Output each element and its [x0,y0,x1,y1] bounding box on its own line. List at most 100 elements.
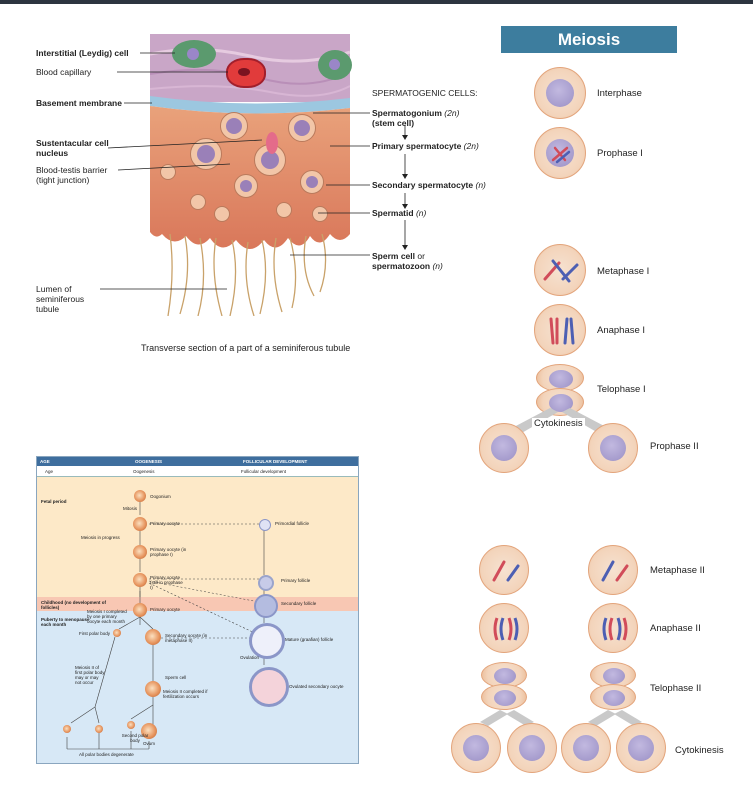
header-oogenesis: OOGENESIS [135,459,163,464]
subheader-age: Age [45,469,54,474]
period-puberty: Puberty to menopause each month [41,617,90,627]
stage-prophase-i: Prophase I [597,148,643,159]
secondary-oocyte [145,629,161,645]
metaphase-i-cell [534,244,586,296]
label-secondary-oocyte: Secondary oocyte (in metaphase II) [165,633,208,643]
label-meiosis-i-completed: Meiosis I completed by one primary oocyt… [87,609,127,624]
primary-oocyte-2 [133,603,147,617]
stage-prophase-ii: Prophase II [650,441,699,452]
top-bar [0,0,753,4]
label-primordial-follicle: Primordial follicle [275,521,310,526]
label-primary-follicle: Primary follicle [281,578,311,583]
label-leydig-cell: Interstitial (Leydig) cell [36,48,129,58]
sustentacular-nucleus [266,132,278,154]
label-mitosis: Mitosis [123,506,138,511]
label-ovulation: Ovulation [240,655,260,660]
stage-stem-cell: (stem cell) [372,118,415,128]
period-fetal: Fetal period [41,499,67,504]
label-sustentacular-nucleus: nucleus [36,148,69,158]
ovulated-oocyte [249,667,289,707]
label-oogonium: Oogonium [150,494,171,499]
label-meiosis-ii-polar: Meiosis II of first polar body may or ma… [75,665,105,685]
oogenesis-chart: AGE OOGENESIS FOLLICULAR DEVELOPMENT Age… [36,456,359,764]
polar-body [95,725,103,733]
stage-cytokinesis-2: Cytokinesis [675,745,724,756]
spermatogonium-cell [288,114,316,142]
anaphase-ii-cell-right [588,603,638,653]
spermatid-cell [312,206,328,222]
label-blood-capillary: Blood capillary [36,67,92,77]
ovum [141,723,157,739]
stage-cytokinesis-1: Cytokinesis [532,418,585,429]
label-tubule: tubule [36,304,60,314]
label-ovulated-oocyte: Ovulated secondary oocyte [289,684,344,689]
stage-telophase-ii: Telophase II [650,683,702,694]
prophase-ii-cell-left [479,423,529,473]
graafian-follicle [249,623,285,659]
interphase-cell [534,67,586,119]
stage-anaphase-ii: Anaphase II [650,623,701,634]
spermatid-cell [214,206,230,222]
primary-follicle [258,575,274,591]
metaphase-ii-cell-left [479,545,529,595]
prophase-i-cell [534,127,586,179]
fetal-band [37,477,358,597]
polar-body [63,725,71,733]
label-lumen: Lumen of [36,284,72,294]
daughter-cell [507,723,557,773]
label-primary-oocyte-2: Primary oocyte [150,607,181,612]
label-second-polar-body: Second polar body [121,733,149,743]
primary-oocyte-puberty [133,573,147,587]
stage-spermatozoon: spermatozoon (n) [372,261,443,271]
spermatid-cell [190,194,206,210]
daughter-cell [451,723,501,773]
secondary-follicle [254,594,278,618]
telophase-ii-cell-left-top [481,662,527,688]
subheader-follicular: Follicular development [241,469,287,474]
leydig-cell-left [172,40,216,68]
first-polar-body [113,629,121,637]
label-sustentacular-cell: Sustentacular cell [36,138,109,148]
tubule-caption: Transverse section of a part of a semini… [141,343,351,353]
stage-anaphase-i: Anaphase I [597,325,646,336]
label-ovum: Ovum [143,741,156,746]
label-primary-oocyte-still: Primary oocyte (still in prophase I) [150,575,183,590]
stage-metaphase-i: Metaphase I [597,266,650,277]
fertilized-oocyte [145,681,161,697]
label-basement-membrane: Basement membrane [36,98,122,108]
subheader-oogenesis: Oogenesis [133,469,155,474]
oogenesis-header [37,457,358,466]
secondary-spermatocyte-cell [234,174,258,198]
secondary-spermatocyte-cell [300,170,324,194]
label-meiosis-in-progress: Meiosis in progress [81,535,120,540]
metaphase-ii-cell-right [588,545,638,595]
stage-telophase-i: Telophase I [597,384,646,395]
meiosis-title: Meiosis [501,26,677,53]
primary-oocyte-fetal [133,517,147,531]
label-primary-oocyte-prophase: Primary oocyte (in prophase I) [150,547,187,557]
header-follicular: FOLLICULAR DEVELOPMENT [243,459,308,464]
period-childhood: Childhood (no development of follicles) [41,600,106,610]
header-age: AGE [40,459,50,464]
label-graafian-follicle: Mature (graafian) follicle [285,637,334,642]
spermatogonium-cell [220,112,248,140]
label-primary-oocyte-1: Primary oocyte [150,521,181,526]
anaphase-i-cell [534,304,586,356]
spermatid-cell [160,164,176,180]
second-polar-body [127,721,135,729]
prophase-ii-cell-right [588,423,638,473]
stage-primary-spermatocyte: Primary spermatocyte (2n) [372,141,479,151]
stage-sperm-cell: Sperm cell or [372,251,425,261]
label-sperm-cell: Sperm cell [165,675,187,680]
stage-interphase: Interphase [597,88,642,99]
label-seminiferous: seminiferous [36,294,85,304]
daughter-cell [561,723,611,773]
label-tight-junction: (tight junction) [36,175,90,185]
anaphase-ii-cell-left [479,603,529,653]
blood-capillary [226,58,266,88]
oogenesis-subheader [37,466,358,477]
label-polar-bodies-degenerate: All polar bodies degenerate [79,752,134,757]
stage-spermatogonium: Spermatogonium (2n) [372,108,460,118]
label-blood-testis-barrier: Blood-testis barrier [36,165,108,175]
